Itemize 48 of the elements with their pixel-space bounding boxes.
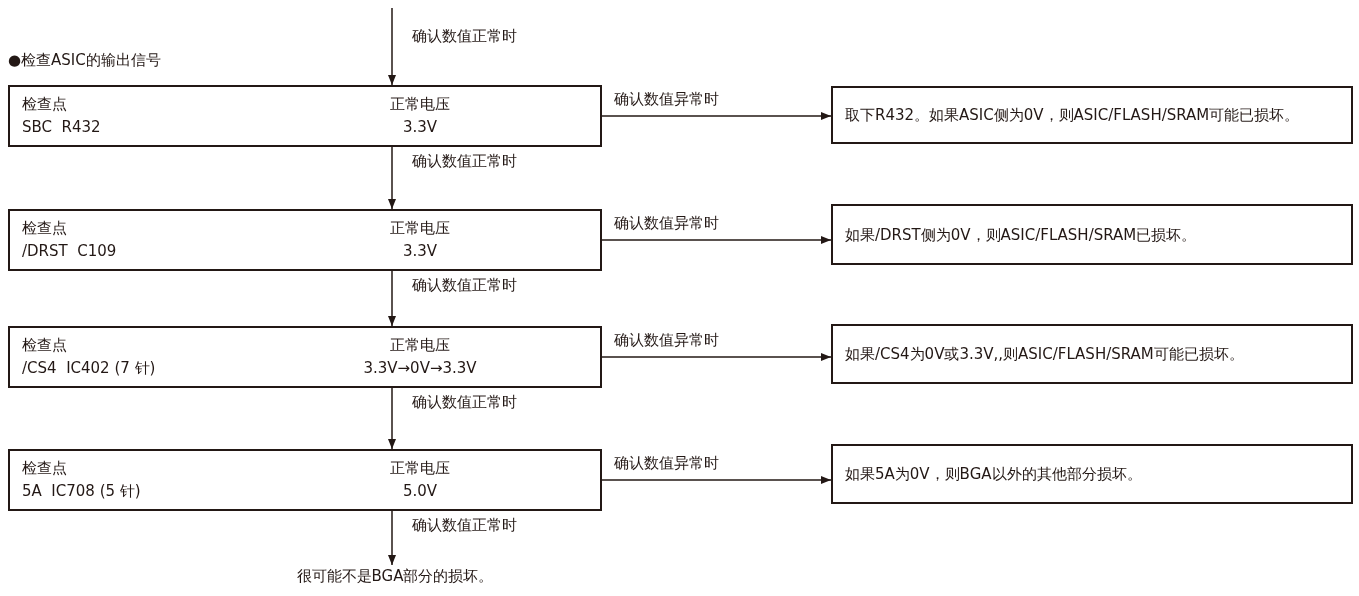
section-heading: ●检查ASIC的输出信号 bbox=[8, 50, 161, 70]
result-text: 取下R432。如果ASIC侧为0V，则ASIC/FLASH/SRAM可能已损坏。 bbox=[845, 105, 1300, 126]
voltage-value: 5.0V bbox=[402, 481, 438, 502]
voltage-label: 正常电压 bbox=[390, 458, 450, 479]
check-point-value: /CS4 IC402 (7 针) bbox=[22, 358, 156, 379]
edge-label: 确认数值异常时 bbox=[612, 88, 721, 110]
arrow bbox=[601, 476, 832, 484]
arrow bbox=[388, 510, 396, 566]
result-box bbox=[831, 444, 1353, 504]
check-point-label: 检查点 bbox=[22, 218, 68, 239]
result-box bbox=[831, 324, 1353, 384]
edge-label: 确认数值异常时 bbox=[612, 212, 721, 234]
edge-label: 确认数值正常时 bbox=[410, 150, 519, 172]
arrow bbox=[601, 236, 832, 244]
voltage-value: 3.3V bbox=[402, 117, 438, 138]
edge-label: 确认数值正常时 bbox=[410, 274, 519, 296]
arrow bbox=[388, 270, 396, 327]
edge-label: 确认数值正常时 bbox=[410, 25, 519, 47]
edge-label: 确认数值异常时 bbox=[612, 329, 721, 351]
check-box bbox=[8, 449, 602, 511]
arrow bbox=[388, 146, 396, 210]
check-point-value: /DRST C109 bbox=[22, 241, 117, 262]
arrow bbox=[601, 353, 832, 361]
conclusion-text: 很可能不是BGA部分的损坏。 bbox=[250, 565, 540, 589]
check-point-label: 检查点 bbox=[22, 94, 68, 115]
check-point-label: 检查点 bbox=[22, 335, 68, 356]
result-text: 如果/DRST侧为0V，则ASIC/FLASH/SRAM已损坏。 bbox=[845, 224, 1197, 246]
result-box bbox=[831, 204, 1353, 265]
voltage-label: 正常电压 bbox=[390, 335, 450, 356]
edge-label: 确认数值异常时 bbox=[612, 452, 721, 474]
result-text: 如果/CS4为0V或3.3V,,则ASIC/FLASH/SRAM可能已损坏。 bbox=[845, 344, 1244, 365]
arrow bbox=[388, 7, 396, 86]
check-box bbox=[8, 326, 602, 388]
check-box bbox=[8, 85, 602, 147]
voltage-value: 3.3V bbox=[402, 241, 438, 262]
check-point-value: 5A IC708 (5 针) bbox=[22, 481, 141, 502]
check-box bbox=[8, 209, 602, 271]
arrow bbox=[601, 112, 832, 120]
edge-label: 确认数值正常时 bbox=[410, 391, 519, 413]
result-text: 如果5A为0V，则BGA以外的其他部分损坏。 bbox=[845, 464, 1142, 485]
arrow bbox=[388, 387, 396, 450]
check-point-value: SBC R432 bbox=[22, 117, 101, 138]
check-point-label: 检查点 bbox=[22, 458, 68, 479]
result-box bbox=[831, 86, 1353, 144]
voltage-value: 3.3V→0V→3.3V bbox=[363, 358, 477, 379]
edge-label: 确认数值正常时 bbox=[410, 514, 519, 536]
voltage-label: 正常电压 bbox=[390, 218, 450, 239]
voltage-label: 正常电压 bbox=[390, 94, 450, 115]
